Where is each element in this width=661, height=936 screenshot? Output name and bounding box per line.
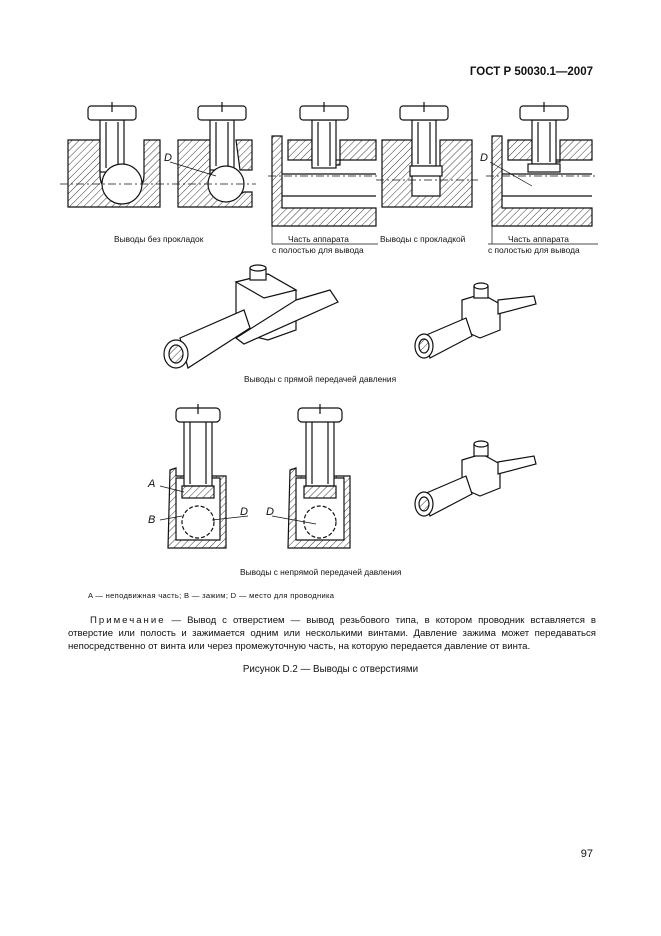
caption-apparatus-part-1-sub: с полостью для вывода: [272, 245, 364, 255]
label-d-2: D: [480, 152, 488, 164]
indirect-pressure-terminal-1: [159, 404, 227, 549]
direct-pressure-terminal-large: [163, 264, 339, 369]
figure-caption: Рисунок D.2 — Выводы с отверстиями: [242, 664, 419, 675]
label-d-1: D: [164, 152, 172, 164]
figure-legend: A — неподвижная часть; B — зажим; D — ме…: [88, 591, 335, 600]
caption-with-washer: Выводы с прокладкой: [380, 234, 466, 244]
caption-apparatus-part-1: Часть аппарата: [288, 234, 349, 244]
indirect-pressure-terminal-3d: [414, 440, 537, 517]
label-b: B: [148, 514, 155, 526]
note-lead: Примечание: [90, 615, 166, 626]
label-d-4: D: [266, 506, 274, 518]
label-d-3: D: [240, 506, 248, 518]
indirect-pressure-terminal-2: [211, 404, 351, 549]
note-paragraph: Примечание — Вывод с отверстием — вывод …: [68, 614, 596, 653]
page-header: ГОСТ Р 50030.1—2007: [469, 66, 593, 78]
terminal-apparatus-part-2: [486, 102, 598, 227]
caption-without-washers: Выводы без прокладок: [114, 234, 204, 244]
terminal-with-washer: [376, 102, 478, 208]
page-number: 97: [580, 848, 593, 860]
terminal-apparatus-part-1: [268, 102, 380, 227]
direct-pressure-terminal-small: [414, 282, 537, 359]
caption-apparatus-part-2: Часть аппарата: [508, 234, 569, 244]
label-a: A: [147, 478, 155, 490]
note-text: — Вывод с отверстием — вывод резьбового …: [68, 615, 596, 652]
terminal-without-washer-2: [169, 102, 256, 208]
caption-apparatus-part-2-sub: с полостью для вывода: [488, 245, 580, 255]
caption-direct-pressure: Выводы с прямой передачей давления: [244, 374, 397, 384]
terminal-without-washer-1: [60, 102, 170, 208]
caption-indirect-pressure: Выводы с непрямой передачей давления: [240, 567, 402, 577]
